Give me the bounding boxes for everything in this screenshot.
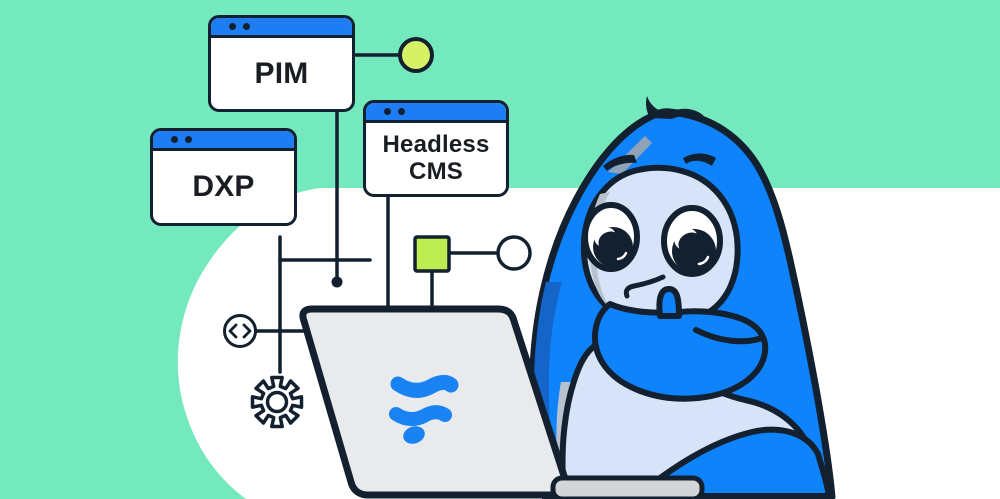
window-label: PIM: [254, 56, 309, 90]
hair-tuft: [646, 96, 704, 119]
titlebar-dot: [229, 23, 236, 30]
arm-crease: [693, 327, 765, 345]
window-headless-cms: Headless CMS: [363, 100, 509, 197]
node-square-green: [413, 235, 451, 273]
window-label: DXP: [192, 170, 255, 203]
titlebar-dot: [243, 23, 250, 30]
window-pim: PIM: [208, 15, 355, 112]
window-dxp: DXP: [150, 128, 297, 226]
gear-icon: [250, 375, 304, 429]
titlebar-dot: [398, 108, 405, 115]
mascot: [529, 96, 836, 499]
window-titlebar: [366, 103, 506, 123]
window-titlebar: [211, 18, 352, 38]
node-circle-yellow: [398, 37, 434, 73]
laptop: [299, 305, 705, 499]
window-titlebar: [153, 131, 294, 151]
mouth: [623, 274, 666, 299]
eye-left: [582, 202, 640, 272]
eyebrow-left: [603, 154, 637, 171]
line-end-dot: [331, 276, 343, 288]
laptop-base: [550, 475, 705, 499]
wave-funnel-logo-icon: [389, 374, 459, 444]
titlebar-dot: [384, 108, 391, 115]
window-label: Headless CMS: [382, 130, 490, 185]
eyebrow-right: [683, 153, 716, 166]
eye-right: [661, 205, 723, 277]
code-brackets-icon: [223, 314, 257, 348]
node-circle-white: [496, 235, 532, 271]
mascot-finger: [656, 286, 682, 319]
titlebar-dot: [185, 136, 192, 143]
titlebar-dot: [171, 136, 178, 143]
